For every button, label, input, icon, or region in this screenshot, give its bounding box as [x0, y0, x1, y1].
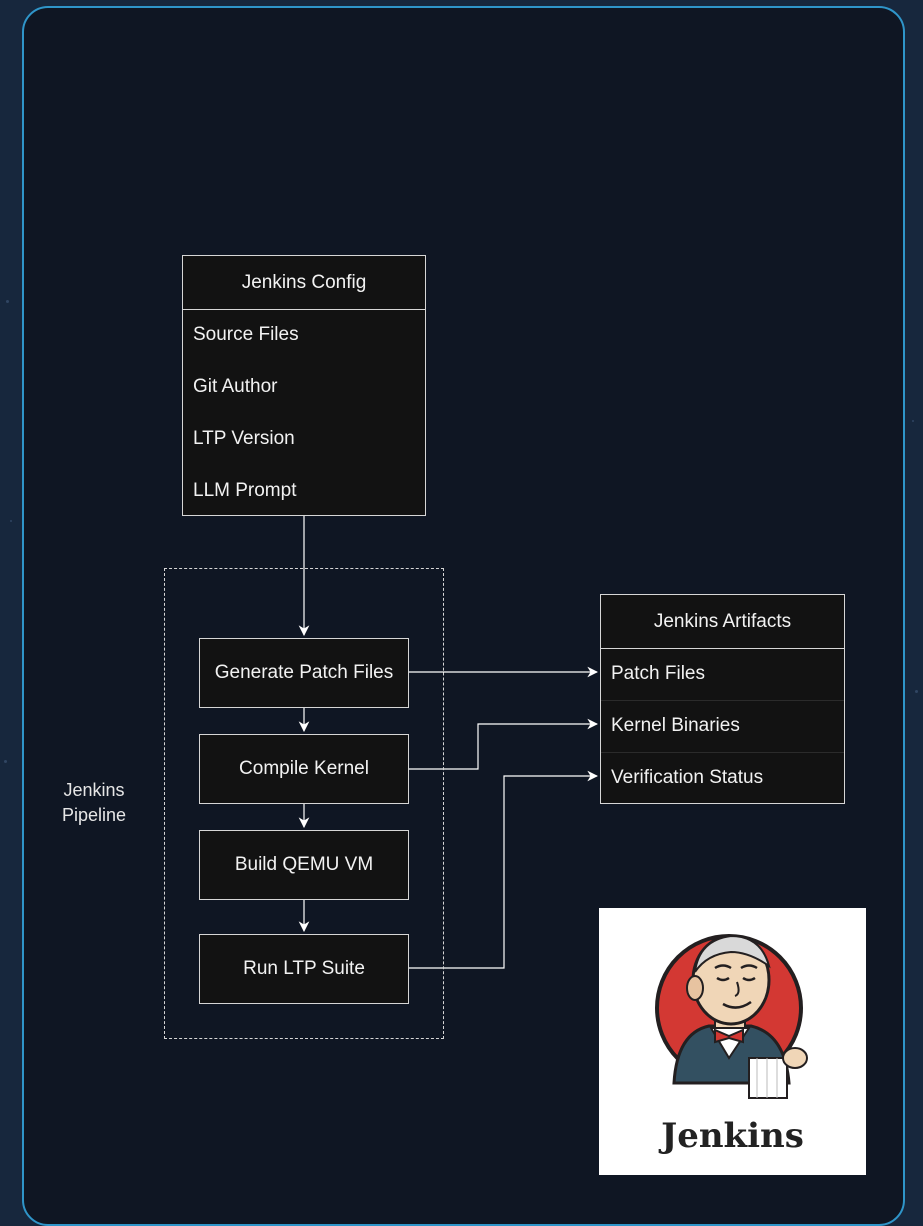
stage-compile-kernel: Compile Kernel — [199, 734, 409, 804]
background-speckle — [10, 520, 12, 522]
jenkins-pipeline-label: Jenkins Pipeline — [48, 778, 140, 828]
jenkins-butler-logo-icon — [655, 934, 808, 1099]
background-speckle — [4, 760, 7, 763]
jenkins-config-table: Jenkins Config Source Files Git Author L… — [182, 255, 426, 516]
background-speckle — [912, 420, 914, 422]
background-speckle — [915, 690, 918, 693]
stage-run-ltp-suite: Run LTP Suite — [199, 934, 409, 1004]
artifact-item-patch-files: Patch Files — [601, 648, 844, 701]
pipeline-label-line1: Jenkins — [63, 780, 125, 800]
jenkins-logo: Jenkins — [599, 908, 866, 1175]
arrow-run-to-verification-status — [408, 770, 599, 969]
config-item-git-author: Git Author — [193, 376, 278, 397]
jenkins-config-title: Jenkins Config — [183, 256, 425, 310]
artifact-item-kernel-binaries: Kernel Binaries — [601, 700, 844, 753]
background-speckle — [6, 300, 9, 303]
jenkins-logo-text: Jenkins — [661, 1116, 804, 1156]
config-item-source-files: Source Files — [193, 324, 299, 345]
jenkins-artifacts-title: Jenkins Artifacts — [601, 595, 844, 649]
stage-build-qemu-vm: Build QEMU VM — [199, 830, 409, 900]
artifact-item-verification-status: Verification Status — [611, 767, 764, 788]
jenkins-pipeline-group — [164, 568, 444, 1039]
stage-generate-patch-files: Generate Patch Files — [199, 638, 409, 708]
config-item-llm-prompt: LLM Prompt — [193, 480, 297, 501]
config-item-ltp-version: LTP Version — [193, 428, 295, 449]
jenkins-artifacts-table: Jenkins Artifacts Patch Files Kernel Bin… — [600, 594, 845, 804]
pipeline-label-line2: Pipeline — [61, 805, 127, 825]
